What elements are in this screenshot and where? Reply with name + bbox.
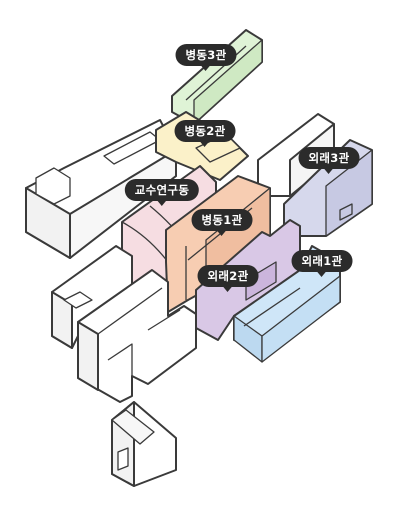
building-h-shaped <box>77 269 197 403</box>
label-outpatient3[interactable]: 외래3관 <box>298 147 360 174</box>
building-ward3[interactable] <box>171 29 263 125</box>
label-faculty[interactable]: 교수연구동 <box>124 179 200 206</box>
building-middle-left <box>51 245 133 349</box>
outpatient3-side <box>325 149 373 237</box>
building-left-wing <box>25 119 177 259</box>
label-outpatient2[interactable]: 외래2관 <box>197 265 259 292</box>
label-outpatient1[interactable]: 외래1관 <box>291 250 353 277</box>
label-ward2[interactable]: 병동2관 <box>174 120 236 147</box>
label-ward3[interactable]: 병동3관 <box>175 44 237 71</box>
building-small-house <box>111 401 177 487</box>
label-ward1[interactable]: 병동1관 <box>191 209 253 236</box>
outpatient1-front <box>261 275 341 363</box>
ward3-side <box>193 39 263 125</box>
